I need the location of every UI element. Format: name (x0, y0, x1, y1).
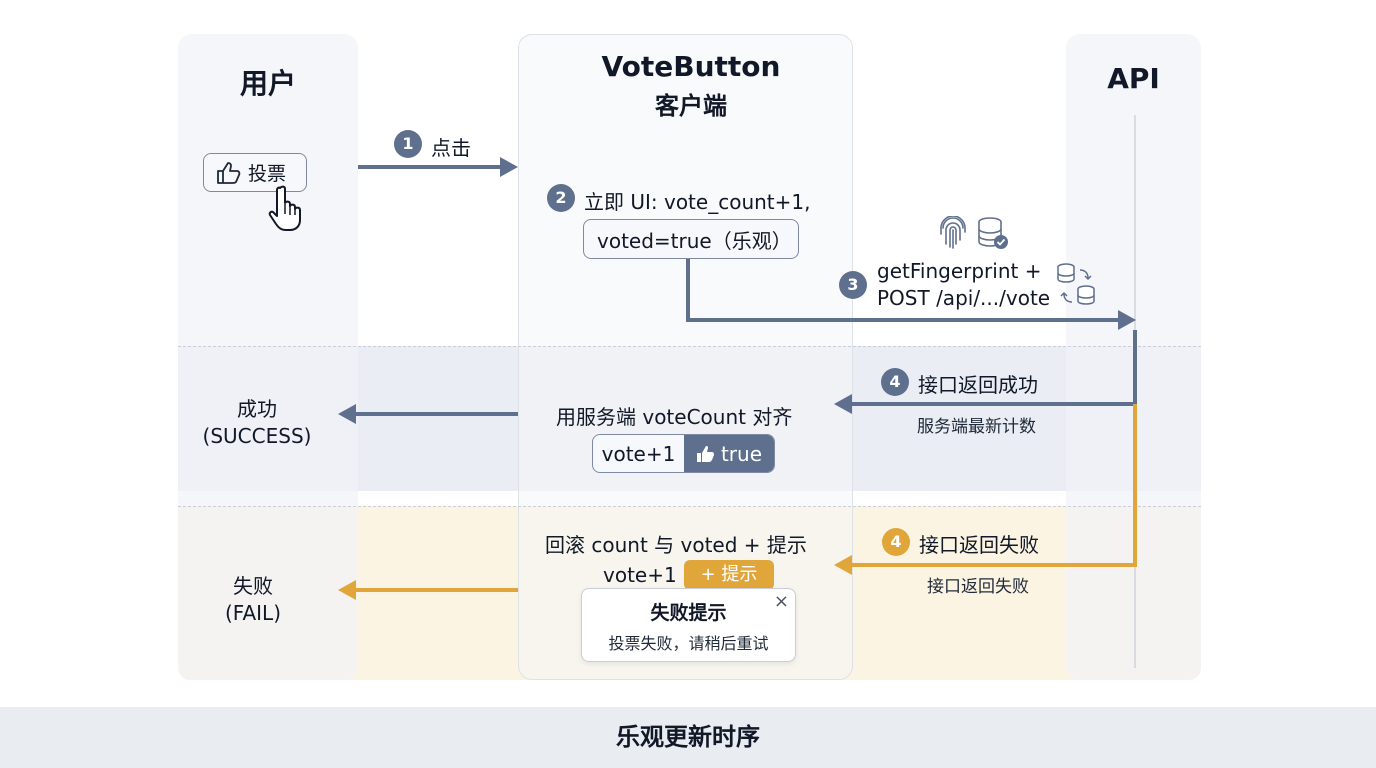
step-2-line1: 立即 UI: vote_count+1, (584, 190, 811, 214)
fail-outcome: 失败 (FAIL) (178, 570, 328, 625)
database-sync-icon (1057, 263, 1095, 305)
fail-return-head (834, 555, 852, 575)
step-4-fail-badge: 4 (882, 528, 910, 556)
step-4-fail-sub: 接口返回失败 (927, 577, 1029, 597)
hand-cursor-icon (268, 185, 301, 231)
step-4-success-sub: 服务端最新计数 (917, 417, 1036, 437)
step-3-badge: 3 (839, 271, 867, 299)
fail-outcome-title: 失败 (233, 574, 273, 598)
database-check-icon (978, 217, 1008, 249)
success-pill-count: vote+1 (593, 435, 684, 472)
step-1-label: 点击 (431, 136, 471, 160)
failure-toast: 失败提示 投票失败，请稍后重试 × (581, 588, 796, 662)
thumbs-up-icon (217, 161, 241, 184)
step-4-success-label: 接口返回成功 (918, 373, 1038, 397)
step-1-badge: 1 (394, 130, 422, 158)
success-pill-voted-text: true (720, 441, 763, 466)
success-pill-count-text: vote+1 (601, 441, 676, 466)
vote-button-label: 投票 (248, 163, 287, 185)
step-2-line2: voted=true（乐观） (597, 228, 792, 253)
success-client-text: 用服务端 voteCount 对齐 (556, 405, 793, 429)
success-outcome-head (338, 404, 356, 424)
fail-divider (178, 506, 1201, 507)
toast-body: 投票失败，请稍后重试 (608, 634, 769, 653)
footer-bar: 乐观更新时序 (0, 707, 1376, 768)
lane-title-client-sub: 客户端 (655, 92, 727, 120)
step-4-fail-label: 接口返回失败 (919, 533, 1039, 557)
step-2-badge: 2 (547, 184, 575, 212)
close-icon[interactable]: × (773, 591, 789, 612)
fail-outcome-code: (FAIL) (225, 601, 281, 625)
user-lane (178, 34, 358, 680)
success-outcome-title: 成功 (237, 397, 277, 421)
lane-title-api: API (1107, 62, 1160, 95)
success-pill-voted: true (684, 435, 774, 472)
fingerprint-icon (940, 216, 966, 249)
success-divider (178, 346, 1201, 347)
toast-title: 失败提示 (650, 602, 727, 624)
success-outcome: 成功 (SUCCESS) (178, 393, 336, 448)
fail-client-text: 回滚 count 与 voted + 提示 (545, 533, 807, 557)
request-arrow-head (1118, 310, 1136, 330)
vote-button[interactable]: 投票 (203, 153, 307, 192)
fail-tip-tag: + 提示 (684, 560, 774, 590)
fail-vote-text: vote+1 (603, 563, 677, 587)
lane-title-user: 用户 (239, 67, 296, 100)
step-3-line2: POST /api/.../vote (877, 286, 1051, 310)
click-arrow-head (500, 157, 518, 177)
success-state-pill: vote+1 true (592, 434, 775, 473)
step-3-line1: getFingerprint + (877, 259, 1042, 283)
step-4-success-badge: 4 (881, 368, 909, 396)
fail-return-arrow (852, 404, 1137, 567)
thumbs-up-icon (696, 445, 714, 462)
fail-outcome-head (338, 580, 356, 600)
success-outcome-code: (SUCCESS) (202, 424, 312, 448)
success-return-head (834, 394, 852, 414)
diagram-title: 乐观更新时序 (616, 723, 760, 751)
optimistic-state-box: voted=true（乐观） (583, 219, 799, 259)
request-arrow (686, 258, 1118, 322)
lane-title-client: VoteButton (601, 50, 781, 83)
